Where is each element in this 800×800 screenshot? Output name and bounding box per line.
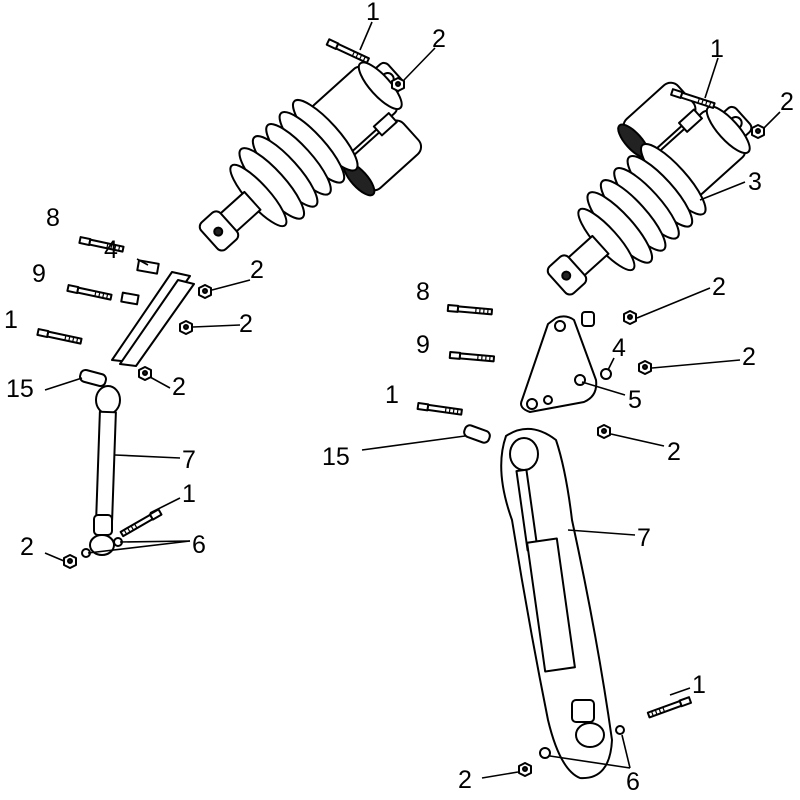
bushing [463, 424, 491, 444]
callout-label: 2 [250, 256, 264, 284]
rod-end [95, 385, 121, 415]
nut [63, 554, 77, 569]
rod-end [509, 437, 539, 471]
callout-label: 1 [366, 0, 380, 26]
tie-rod [526, 537, 576, 673]
callout-label: 4 [104, 236, 118, 264]
callout-label: 2 [780, 88, 794, 116]
spacer [600, 368, 612, 380]
callout-label: 1 [182, 480, 196, 508]
callout-label: 9 [32, 260, 46, 288]
callout-label: 2 [458, 766, 472, 794]
callout-label: 2 [20, 533, 34, 561]
nut [179, 320, 193, 335]
callout-label: 9 [416, 331, 430, 359]
nut [391, 77, 405, 92]
nut [623, 310, 637, 325]
callout-label: 15 [322, 443, 350, 471]
right-assembly [416, 58, 775, 780]
callout-label: 1 [385, 381, 399, 409]
callout-label: 2 [667, 438, 681, 466]
nut [597, 424, 611, 439]
bolt [646, 696, 693, 719]
callout-label: 2 [172, 373, 186, 401]
bushing [79, 368, 107, 388]
left-assembly [36, 37, 447, 569]
left-shock-absorber [177, 37, 447, 298]
link-plate [119, 279, 195, 367]
callout-label: 1 [710, 35, 724, 63]
callout-label: 15 [6, 375, 34, 403]
spacer [120, 291, 140, 306]
leader-lines [44, 21, 781, 779]
bolt [416, 402, 463, 417]
callout-label: 6 [192, 531, 206, 559]
callout-label: 8 [46, 204, 60, 232]
nut [518, 762, 532, 777]
link-plate [520, 315, 598, 413]
bolt [446, 304, 494, 316]
washer [539, 747, 551, 759]
left-callouts: 1 2 8 4 2 9 2 1 15 2 7 1 2 6 [4, 0, 446, 561]
bolt [119, 508, 163, 538]
callout-label: 2 [742, 343, 756, 371]
washer [615, 725, 625, 735]
nut [751, 124, 765, 139]
nut [198, 284, 212, 299]
bolt [448, 351, 496, 363]
callout-label: 7 [637, 524, 651, 552]
right-shock-absorber [505, 58, 775, 319]
tie-rod [95, 410, 117, 522]
rod-end [93, 514, 113, 536]
nut [138, 366, 152, 381]
spacer [136, 259, 160, 275]
bolt [36, 328, 83, 346]
callout-label: 1 [692, 671, 706, 699]
callout-label: 2 [712, 273, 726, 301]
callout-label: 2 [239, 310, 253, 338]
callout-label: 6 [626, 768, 640, 796]
callout-label: 7 [182, 446, 196, 474]
bolt [66, 284, 113, 302]
nut [638, 360, 652, 375]
callout-label: 4 [612, 334, 626, 362]
spacer [581, 311, 595, 327]
rod-end [571, 699, 595, 723]
callout-label: 8 [416, 278, 430, 306]
right-callouts: 1 2 3 2 8 9 4 2 1 5 15 2 7 1 2 6 [322, 35, 794, 796]
callout-label: 5 [628, 386, 642, 414]
callout-label: 2 [432, 25, 446, 53]
rod-end [575, 722, 605, 748]
callout-label: 1 [4, 306, 18, 334]
callout-label: 3 [748, 168, 762, 196]
